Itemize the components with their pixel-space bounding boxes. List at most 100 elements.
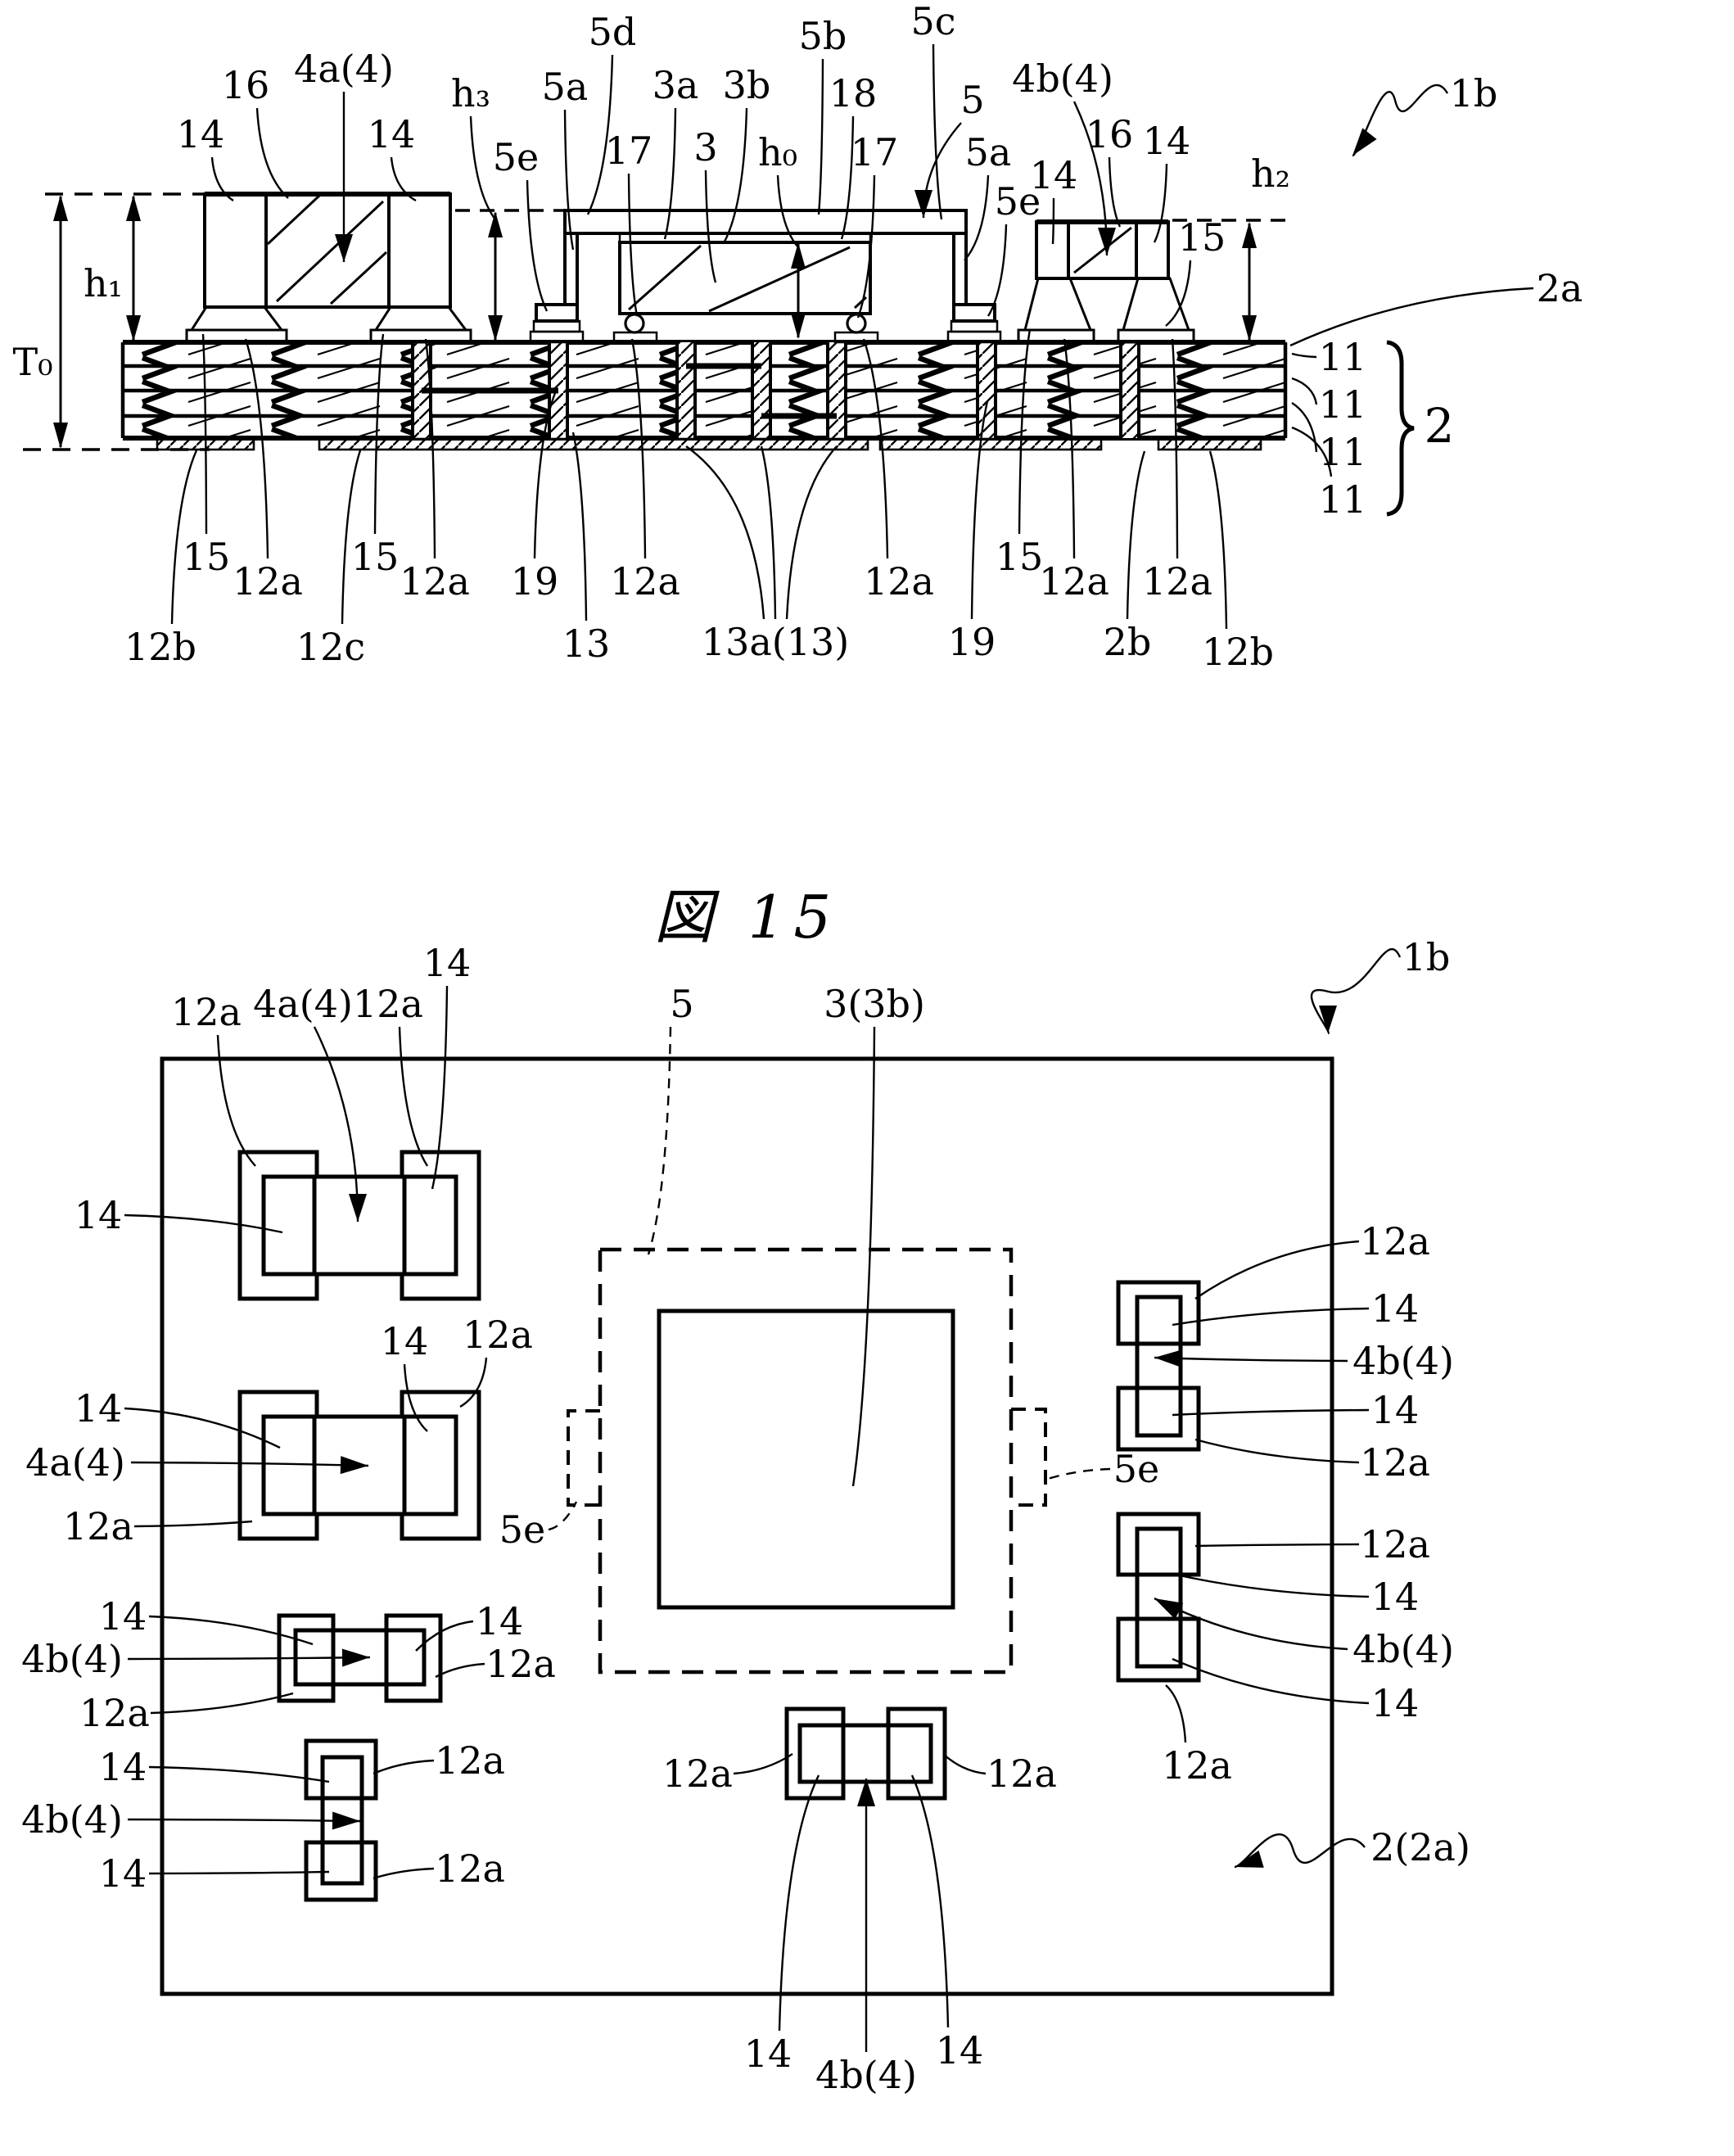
ref-label-14: 14 [1371,1286,1420,1331]
leader-line [216,1034,256,1167]
layer-group-brace [1386,340,1415,517]
chip-body-hatch [266,194,388,305]
land-pad-12a [185,328,288,344]
ref-label-33b: 3(3b) [824,982,925,1026]
leader-line [862,338,889,559]
ref-label-12a: 12a [610,559,680,603]
ref-label-14: 14 [744,2032,792,2076]
ref-label-h: h₂ [1251,151,1290,196]
leader-line [1126,450,1146,620]
leader-line [776,174,799,248]
substrate-layer-11 [123,416,1285,438]
ref-label-T: T₀ [12,340,52,384]
component-4b-plan-5 [1116,1512,1201,1683]
ref-label-2: 2 [1425,398,1455,454]
leader-line [526,179,549,312]
ref-label-3: 3 [693,125,717,169]
cap-side-wall-5a [952,232,968,306]
leader-line [630,338,647,559]
leader-line [244,338,269,559]
ref-label-12a: 12a [864,559,934,603]
leader-line [403,1363,428,1432]
ref-label-12a: 12a [63,1504,133,1548]
leader-line [130,1461,369,1467]
ref-label-5d: 5d [589,10,637,54]
ref-label-12a: 12a [1360,1522,1430,1566]
ref-label-1b: 1b [1402,935,1451,979]
leader-line [148,1615,314,1646]
ref-label-5e: 5e [1113,1447,1160,1491]
component-4b-cross-section [1017,219,1195,344]
ref-label-12a: 12a [435,1738,505,1783]
leader-line [1018,328,1032,535]
leader-arrowhead [1098,228,1116,255]
die-3 [618,241,872,315]
leader-line [1194,1240,1360,1299]
leader-line [548,1501,578,1531]
ref-label-14: 14 [381,1319,429,1363]
ref-label-15: 15 [1178,215,1226,260]
chip-body [1135,1295,1183,1438]
ref-label-5c: 5c [910,0,955,43]
leader-line [704,169,717,283]
leader-line [1171,338,1179,559]
leader-line [415,1620,474,1652]
leader-arrowhead [914,190,932,218]
leader-arrowhead [332,1811,360,1830]
ref-label-15: 15 [996,535,1044,579]
ref-label-19: 19 [511,559,559,603]
leader-line [685,445,765,620]
ref-label-12a: 12a [1039,559,1109,603]
ref-label-h: h₁ [84,261,123,305]
solder-fillet-15 [373,305,468,332]
leader-line [922,122,962,219]
shield-outline-5 [598,1247,1014,1675]
ref-label-4b4: 4b(4) [1012,56,1113,101]
leader-line [1289,287,1534,347]
leader-line [1172,1657,1370,1705]
ref-label-22a: 2(2a) [1370,1825,1470,1869]
leader-line [1291,426,1333,477]
ref-label-14: 14 [1371,1388,1420,1432]
ref-label-19: 19 [948,620,996,664]
ref-label-11: 11 [1319,477,1367,522]
leader-line [373,1759,435,1775]
leader-line [469,115,496,220]
leader-line [760,445,777,620]
leader-line [778,1774,820,2032]
land-pad-12a [1017,328,1095,344]
leader-line [1172,1307,1370,1327]
leader-line [942,1753,987,1775]
leader-line [785,445,838,620]
leader-line [398,1026,429,1167]
ref-label-4b4: 4b(4) [21,1797,123,1842]
leader-arrowhead [1154,1349,1183,1368]
bottom-pad [878,437,1103,451]
bump-land-12a [833,331,879,344]
ref-label-h: h₃ [451,71,490,115]
ref-label-4a4: 4a(4) [294,47,394,91]
leader-line [435,1662,485,1679]
leader-line [910,1774,950,2028]
via-13a [675,342,697,438]
leader-arrowhead [1352,128,1377,156]
solder-fillet-15 [1122,277,1191,332]
ref-label-5e: 5e [493,135,540,179]
ref-label-14: 14 [476,1599,524,1643]
ref-label-12a: 12a [662,1751,733,1796]
ref-label-14: 14 [99,1594,147,1638]
ref-label-3b: 3b [723,63,771,107]
ref-label-1b: 1b [1450,71,1498,115]
leader-line [733,1752,793,1775]
ref-label-4b4: 4b(4) [1352,1339,1454,1383]
leader-line [148,1870,330,1875]
ref-label-12c: 12c [296,625,365,669]
leader-line [1208,450,1228,630]
ref-label-17: 17 [851,130,899,174]
leader-line [1291,377,1318,405]
bump-17 [624,313,645,334]
